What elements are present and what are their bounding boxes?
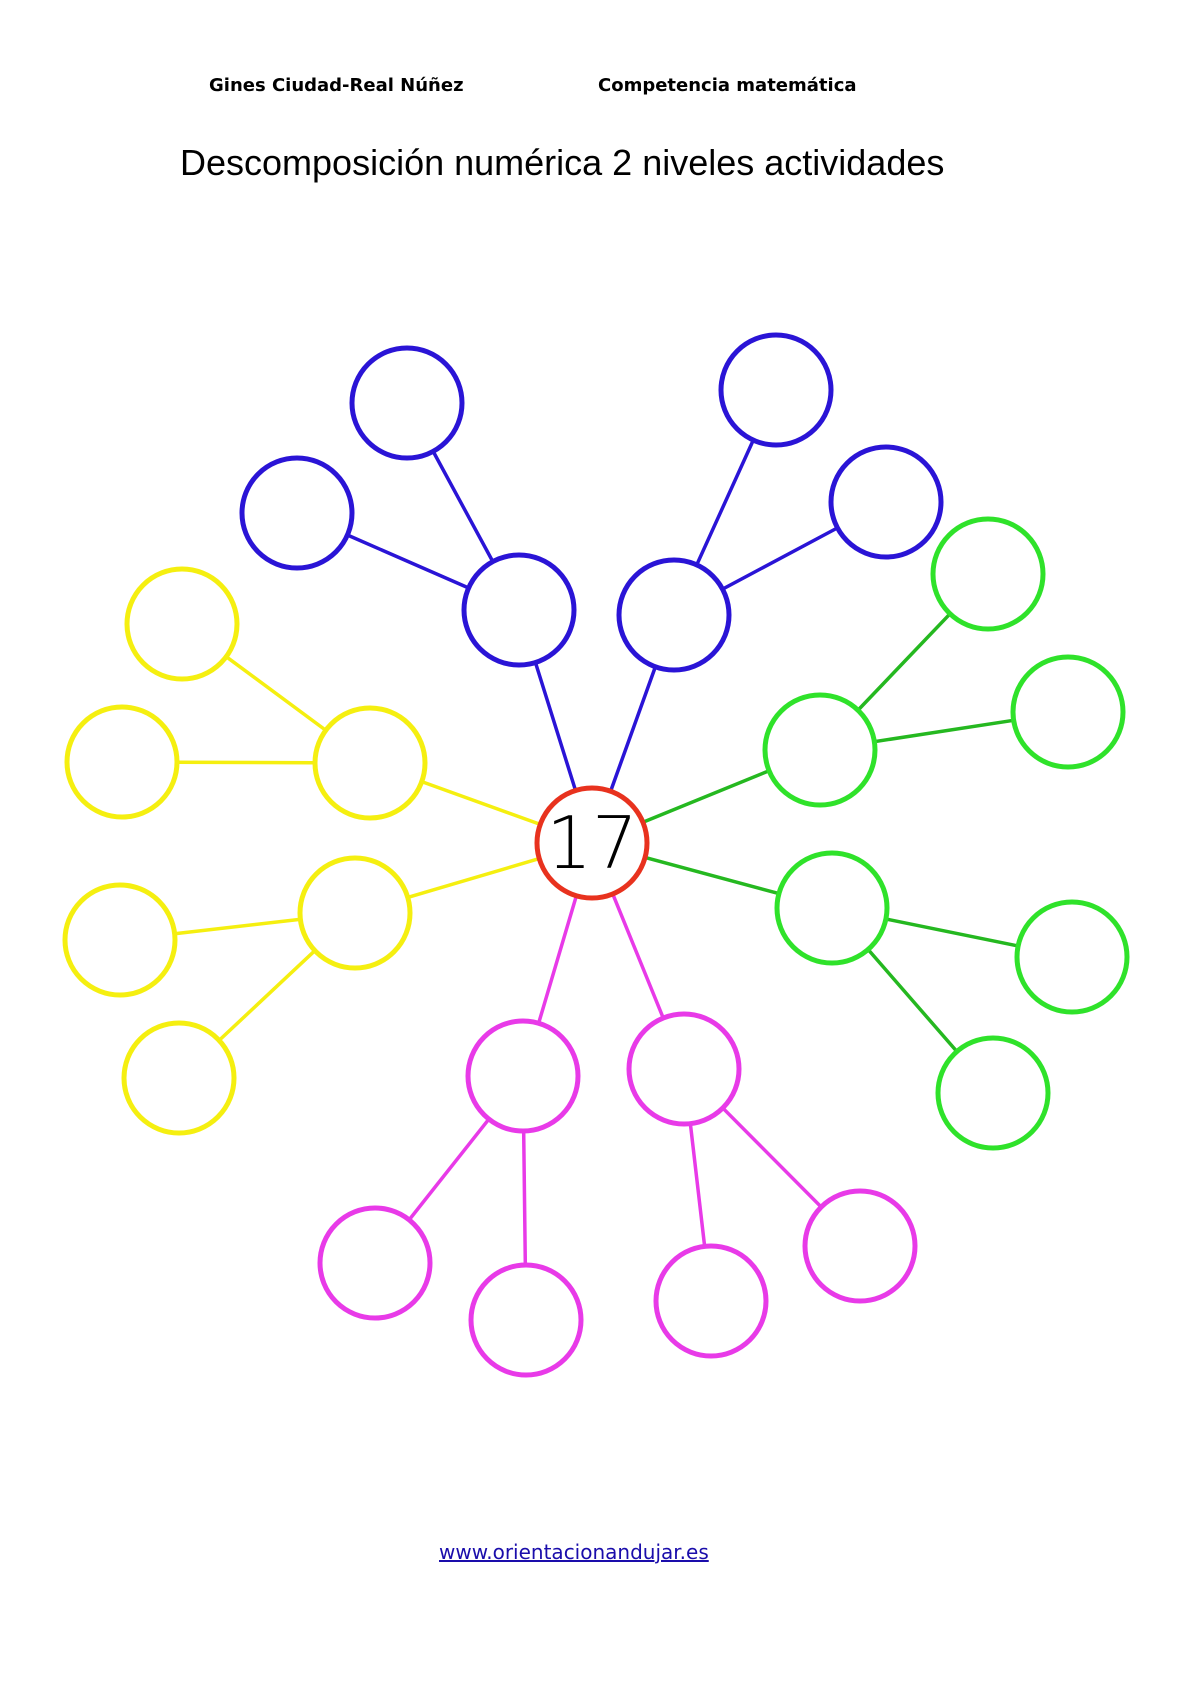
website-link[interactable]: www.orientacionandujar.es: [439, 1540, 709, 1564]
left-level2-circle-2-1[interactable]: [62, 882, 178, 998]
left-level1-circle-2[interactable]: [297, 855, 413, 971]
top-level1-circle-2[interactable]: [616, 557, 732, 673]
top-level1-line-2: [608, 665, 658, 793]
top-level2-circle-2-1[interactable]: [718, 332, 834, 448]
top-level2-circle-1-2[interactable]: [239, 455, 355, 571]
center-node: 17: [534, 785, 650, 901]
bottom-level2-circle-1-2[interactable]: [468, 1262, 584, 1378]
bottom-level2-circle-2-1[interactable]: [802, 1188, 918, 1304]
right-level1-circle-1[interactable]: [762, 692, 878, 808]
bottom-level2-line-2-1: [703, 1088, 823, 1209]
right-level2-circle-2-2[interactable]: [935, 1035, 1051, 1151]
bottom-level1-line-1: [536, 893, 579, 1026]
top-level1-circle-1[interactable]: [461, 552, 577, 668]
header-subject: Competencia matemática: [598, 75, 857, 96]
left-level1-circle-1[interactable]: [312, 705, 428, 821]
right-level2-circle-1-2[interactable]: [1010, 654, 1126, 770]
center-number: 17: [546, 801, 638, 885]
left-level2-circle-1-2[interactable]: [64, 704, 180, 820]
right-level2-circle-2-1[interactable]: [1014, 899, 1130, 1015]
left-level1-line-1: [419, 779, 543, 827]
bottom-level1-circle-2[interactable]: [626, 1011, 742, 1127]
top-level1-line-1: [533, 660, 578, 793]
center-circle: [534, 785, 650, 901]
right-level1-line-2: [643, 855, 781, 896]
bottom-level1-circle-1[interactable]: [465, 1018, 581, 1134]
bottom-level2-circle-2-2[interactable]: [653, 1243, 769, 1359]
right-level1-line-1: [641, 769, 771, 824]
top-level2-circle-1-1[interactable]: [349, 345, 465, 461]
header-author: Gines Ciudad-Real Núñez: [209, 75, 464, 96]
left-level1-line-2: [405, 856, 542, 900]
left-level2-circle-2-2[interactable]: [121, 1020, 237, 1136]
top-level2-circle-2-2[interactable]: [828, 444, 944, 560]
bottom-level2-circle-1-1[interactable]: [317, 1205, 433, 1321]
page-title: Descomposición numérica 2 niveles activi…: [180, 142, 945, 183]
answer-circles: [62, 332, 1130, 1378]
right-level2-circle-1-1[interactable]: [930, 516, 1046, 632]
bottom-level1-line-2: [610, 892, 666, 1020]
right-level1-circle-2[interactable]: [774, 850, 890, 966]
left-level2-circle-1-1[interactable]: [124, 566, 240, 682]
right-level2-line-1-2: [848, 718, 1016, 748]
